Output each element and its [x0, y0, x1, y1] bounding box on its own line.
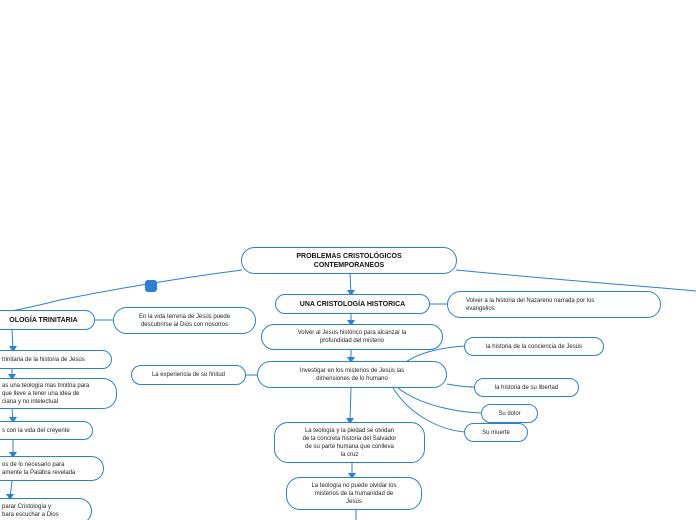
node-cristologia-trinitaria[interactable]: OLOGÍA TRINITARIA: [0, 310, 95, 330]
node-experiencia-finitud[interactable]: La experiencia de su finitud: [131, 365, 246, 385]
node-central-topic[interactable]: PROBLEMAS CRISTOLÓGICOS CONTEMPORANEOS: [241, 247, 457, 274]
node-vida-creyente[interactable]: s con la vida del creyente: [0, 421, 93, 440]
node-teologia-no-puede[interactable]: La teología no puede olvidar los misteri…: [286, 477, 422, 510]
node-vida-terrena[interactable]: En la vida terrena de Jesús puede descub…: [113, 307, 256, 334]
node-label: trinitaria de la historia de Jesús: [2, 356, 85, 363]
node-label: Volver a la historia del Nazareno narrad…: [466, 297, 595, 312]
node-dolor[interactable]: Su dolor: [481, 404, 538, 423]
edge-investigar-conciencia: [405, 345, 466, 363]
node-label: Su dolor: [498, 410, 521, 417]
central-topic-label: PROBLEMAS CRISTOLÓGICOS CONTEMPORANEOS: [296, 252, 402, 269]
node-label: En la vida terrena de Jesús puede descub…: [138, 313, 231, 328]
node-label: la historia de la conciencia de Jesús: [485, 343, 583, 350]
node-label: parar Cristología y bara escuchar a Dios: [2, 504, 59, 518]
node-label: la historia de su libertad: [494, 384, 559, 391]
edge-investigar-dolor: [397, 387, 482, 414]
node-label: os de lo necesario para amente la Palabr…: [2, 461, 76, 476]
node-cristologia-historica[interactable]: UNA CRISTOLOGÍA HISTORICA: [275, 294, 430, 314]
node-libertad[interactable]: la historia de su libertad: [474, 378, 579, 397]
node-label: La teología y la piedad se olvidan de la…: [302, 427, 397, 458]
node-teologia-trinitaria[interactable]: as una teología mas trinitria para que l…: [0, 378, 117, 409]
node-label: Investigar en los misterios de Jesús las…: [299, 367, 405, 382]
node-teologia-piedad[interactable]: La teología y la piedad se olvidan de la…: [274, 422, 425, 463]
edge-investigar-muerte: [392, 387, 466, 433]
node-conciencia[interactable]: la historia de la conciencia de Jesús: [464, 337, 604, 356]
node-necesario[interactable]: os de lo necesario para amente la Palabr…: [0, 456, 104, 481]
node-label: La experiencia de su finitud: [151, 372, 226, 378]
node-label: s con la vida del creyente: [2, 427, 70, 434]
node-muerte[interactable]: Su muerte: [464, 423, 528, 442]
node-trinitaria-historia[interactable]: trinitaria de la historia de Jesús: [0, 350, 112, 369]
node-volver-jesus[interactable]: Volver al Jesus histórico para alcanzar …: [261, 324, 443, 350]
node-label: OLOGÍA TRINITARIA: [9, 316, 78, 324]
edge-investigar-piedad: [349, 387, 352, 423]
collapse-marker-icon[interactable]: [145, 280, 157, 292]
node-label: Volver al Jesus histórico para alcanzar …: [297, 330, 407, 344]
edge-central-right: [455, 269, 696, 292]
node-label: La teología no puede olvidar los misteri…: [311, 482, 397, 505]
node-investigar[interactable]: Investigar en los misterios de Jesús las…: [257, 361, 447, 388]
node-separar[interactable]: parar Cristología y bara escuchar a Dios: [0, 498, 92, 520]
node-label: Su muerte: [482, 429, 510, 436]
edge-investigar-libertad: [446, 383, 475, 388]
node-label: as una teología mas trinitria para que l…: [2, 382, 90, 405]
edge-central-trinitaria: [0, 269, 243, 314]
node-volver-historia[interactable]: Volver a la historia del Nazareno narrad…: [447, 291, 661, 318]
node-label: UNA CRISTOLOGÍA HISTORICA: [299, 300, 406, 308]
